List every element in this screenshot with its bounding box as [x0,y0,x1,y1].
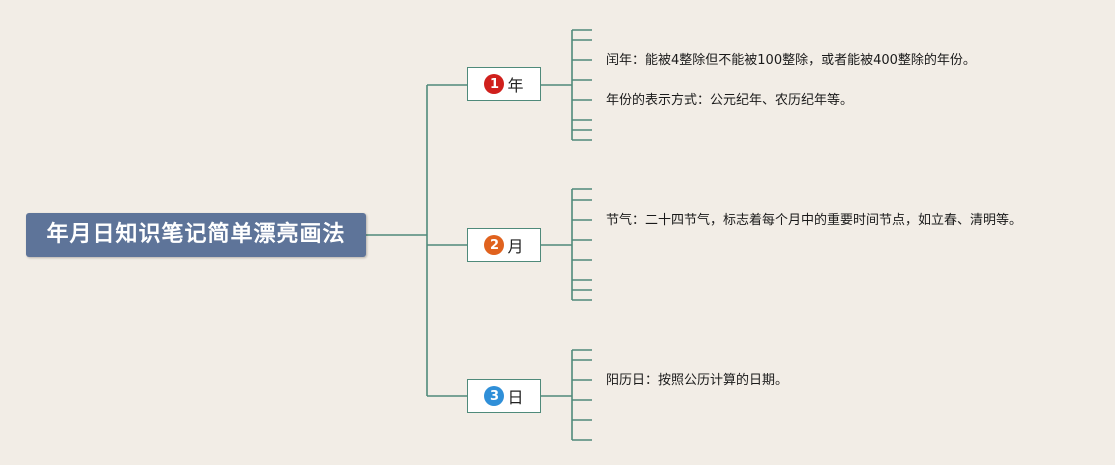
leaf-note-year-notation[interactable]: 年份的表示方式：公元纪年、农历纪年等。 [606,93,854,108]
number-1-badge-icon: 1 [484,74,505,94]
branch-topic-day[interactable]: 3 日 [467,379,541,413]
branch-topic-year[interactable]: 1 年 [467,67,541,101]
leaf-note-solar-terms[interactable]: 节气：二十四节气，标志着每个月中的重要时间节点，如立春、清明等。 [606,213,1023,228]
branch-label-day: 日 [507,388,524,407]
number-3-badge-icon: 3 [484,386,505,406]
branch-topic-month[interactable]: 2 月 [467,228,541,262]
number-2-badge-icon: 2 [484,235,505,255]
leaf-note-leap-year[interactable]: 闰年：能被4整除但不能被100整除，或者能被400整除的年份。 [606,53,976,68]
central-topic[interactable]: 年月日知识笔记简单漂亮画法 [26,213,366,257]
branch-label-month: 月 [507,237,524,256]
branch-label-year: 年 [507,76,524,95]
leaf-note-solar-day[interactable]: 阳历日：按照公历计算的日期。 [606,373,789,388]
